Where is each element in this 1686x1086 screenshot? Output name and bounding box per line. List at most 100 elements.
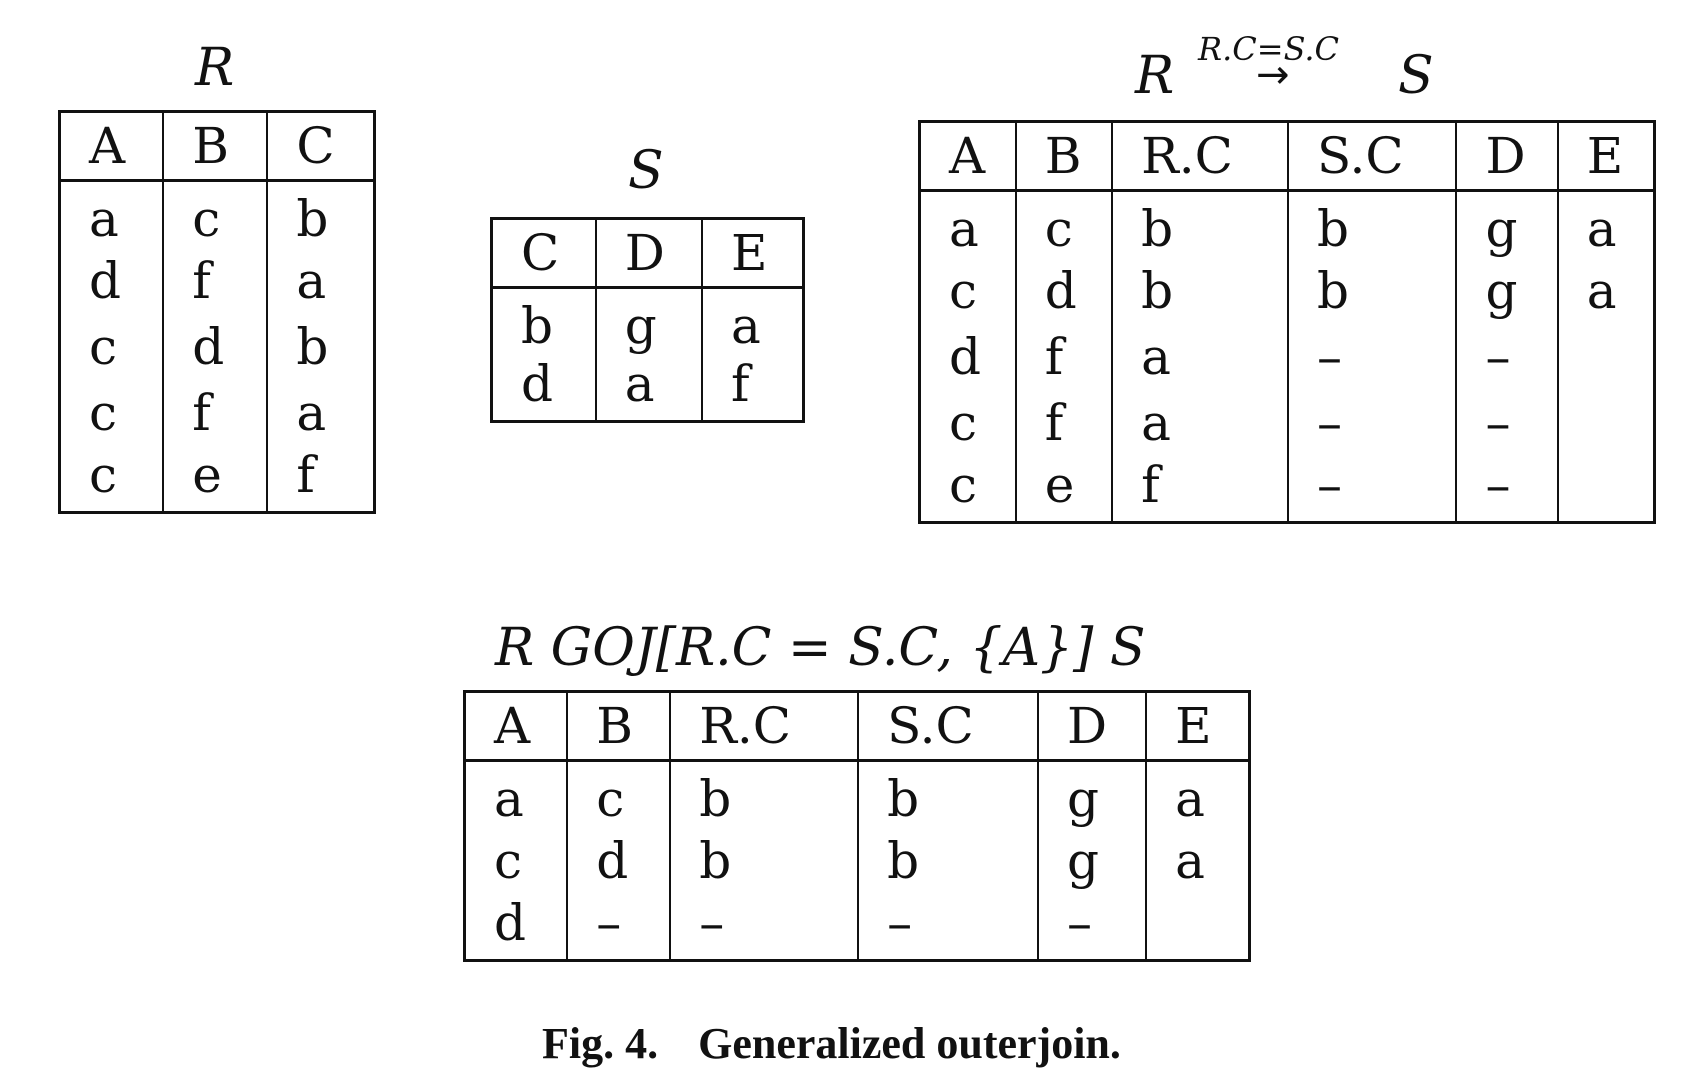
table-cell: a: [296, 252, 327, 310]
table-cell: e: [1015, 456, 1114, 522]
column-header: B: [1015, 121, 1114, 192]
table-cell: b: [1288, 258, 1458, 324]
figure-caption: Fig. 4. Generalized outerjoin.: [542, 1018, 1121, 1069]
table-cell: b: [858, 828, 1039, 894]
outerjoin-right-relation: S: [1398, 46, 1434, 106]
table-cell: c: [59, 314, 165, 380]
table-cell: c: [919, 456, 1017, 522]
column-header: C: [491, 218, 597, 289]
column-header: R.C: [1112, 121, 1290, 192]
outerjoin-left-relation: R: [1135, 46, 1175, 106]
table-cell: a: [919, 190, 1017, 258]
table-cell: c: [919, 258, 1017, 324]
table-cell: f: [1015, 390, 1114, 456]
table-cell: c: [59, 380, 165, 446]
table-s-title: S: [628, 141, 664, 201]
table-cell: –: [567, 894, 672, 960]
table-cell: c: [567, 760, 672, 828]
table-cell: f: [1112, 456, 1290, 522]
table-cell: a: [595, 355, 703, 421]
table-cell: f: [1015, 324, 1114, 390]
table-cell: c: [464, 828, 569, 894]
goj-title: R GOJ[R.C = S.C, {A}] S: [495, 618, 1146, 678]
column-header: B: [163, 111, 269, 182]
table-cell: d: [59, 248, 165, 314]
column-header: A: [919, 121, 1017, 192]
column-header: A: [59, 111, 165, 182]
column-header: S.C: [858, 691, 1039, 762]
table-cell: a: [464, 760, 569, 828]
table-cell: g: [1038, 828, 1148, 894]
table-cell: a: [1112, 390, 1290, 456]
table-cell: g: [595, 287, 703, 355]
table-cell: c: [59, 446, 165, 512]
table-cell: –: [670, 894, 860, 960]
table-cell: –: [1288, 390, 1458, 456]
table-cell: b: [1288, 190, 1458, 258]
right-arrow-icon: →: [1256, 52, 1290, 98]
figure-caption-text: Generalized outerjoin.: [698, 1019, 1121, 1068]
table-cell: e: [163, 446, 269, 512]
table-cell: a: [1175, 832, 1205, 890]
figure-caption-label: Fig. 4.: [542, 1019, 659, 1068]
column-header: D: [1456, 121, 1559, 192]
table-cell: g: [1456, 258, 1559, 324]
table-cell: c: [163, 180, 269, 248]
table-cell: a: [1586, 200, 1617, 258]
column-header: D: [595, 218, 703, 289]
table-cell: a: [1586, 262, 1617, 320]
table-cell: a: [1175, 770, 1205, 828]
table-cell: –: [1456, 390, 1559, 456]
table-cell: c: [919, 390, 1017, 456]
table-cell: b: [670, 760, 860, 828]
table-cell: d: [1015, 258, 1114, 324]
table-cell: d: [919, 324, 1017, 390]
table-cell: c: [1015, 190, 1114, 258]
table-cell: d: [163, 314, 269, 380]
table-cell: –: [1456, 456, 1559, 522]
table-cell: b: [1112, 258, 1290, 324]
table-cell: –: [1456, 324, 1559, 390]
table-cell: a: [296, 384, 327, 442]
table-cell: a: [730, 297, 761, 355]
table-cell: b: [296, 318, 329, 376]
table-cell: –: [1038, 894, 1148, 960]
table-cell: b: [296, 190, 329, 248]
table-cell: a: [1112, 324, 1290, 390]
column-header: E: [1146, 691, 1250, 762]
table-cell: f: [163, 380, 269, 446]
table-cell: b: [491, 287, 597, 355]
table-cell: a: [59, 180, 165, 248]
table-cell: f: [730, 355, 750, 414]
table-row: d––––: [464, 894, 1250, 960]
table-cell: g: [1038, 760, 1148, 828]
column-header: B: [567, 691, 672, 762]
table-cell: [1146, 894, 1249, 960]
column-header: E: [1557, 121, 1655, 192]
table-cell: d: [464, 894, 569, 960]
table-cell: [1558, 324, 1655, 390]
table-cell: [1558, 456, 1655, 522]
table-cell: –: [1288, 324, 1458, 390]
table-cell: b: [858, 760, 1039, 828]
